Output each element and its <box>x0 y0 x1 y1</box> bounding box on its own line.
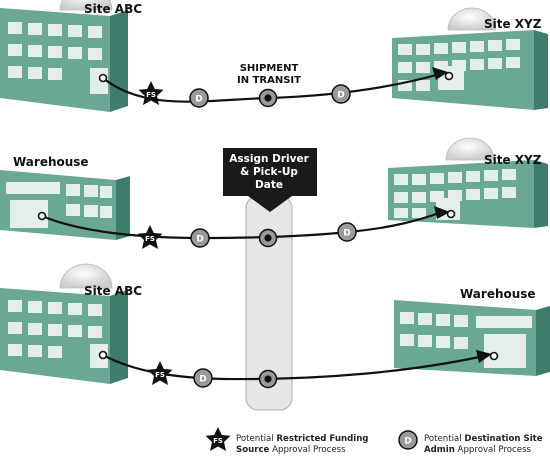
svg-text:D: D <box>343 229 350 239</box>
svg-text:FS: FS <box>213 437 223 445</box>
dest-building-warehouse <box>394 300 550 376</box>
row1-dest-label: Site XYZ <box>484 17 542 31</box>
source-building-site-abc-2 <box>0 263 128 384</box>
route-line-3 <box>102 354 485 381</box>
row3-source-label: Site ABC <box>84 284 143 298</box>
fs-star-icon-1: FS <box>138 81 164 105</box>
route-arrowhead-2 <box>434 206 450 219</box>
svg-text:D: D <box>199 375 206 385</box>
source-building-warehouse <box>0 170 130 240</box>
svg-text:FS: FS <box>155 371 165 379</box>
transit-node-2 <box>258 228 278 248</box>
transit-node-1 <box>258 88 278 108</box>
d-marker-icon-3: D <box>193 368 213 388</box>
d-marker-icon-2b: D <box>337 222 357 242</box>
row2-dest-label: Site XYZ <box>484 153 542 167</box>
row3-dest-label: Warehouse <box>460 287 536 301</box>
svg-text:D: D <box>196 235 203 245</box>
legend-d-marker-icon: D <box>398 430 418 450</box>
d-marker-icon-2a: D <box>190 228 210 248</box>
shipment-in-transit-label: SHIPMENT IN TRANSIT <box>237 63 301 86</box>
dest-building-site-xyz-2 <box>388 137 548 228</box>
fs-star-icon-3: FS <box>147 361 173 385</box>
transit-node-3 <box>258 369 278 389</box>
row2-source-label: Warehouse <box>13 155 89 169</box>
assign-callout-shape <box>223 148 317 212</box>
svg-text:FS: FS <box>145 235 155 243</box>
svg-text:FS: FS <box>146 91 156 99</box>
svg-text:D: D <box>195 95 202 105</box>
assign-driver-callout: Assign Driver & Pick-Up Date <box>229 153 309 191</box>
svg-text:D: D <box>337 91 344 101</box>
legend-fs-star-icon: FS <box>205 427 231 451</box>
legend-d-text: Potential Destination Site Admin Approva… <box>424 434 543 455</box>
row1-source-label: Site ABC <box>84 2 143 16</box>
route-arrowhead-3 <box>476 350 492 363</box>
svg-text:D: D <box>404 437 411 447</box>
fs-star-icon-2: FS <box>137 225 163 249</box>
source-building-site-abc-1 <box>0 0 128 112</box>
dest-building-site-xyz-1 <box>392 7 548 110</box>
d-marker-icon-1a: D <box>189 88 209 108</box>
legend-fs-text: Potential Restricted Funding Source Appr… <box>236 434 369 455</box>
d-marker-icon-1b: D <box>331 84 351 104</box>
route-arrowhead-1 <box>432 67 448 80</box>
